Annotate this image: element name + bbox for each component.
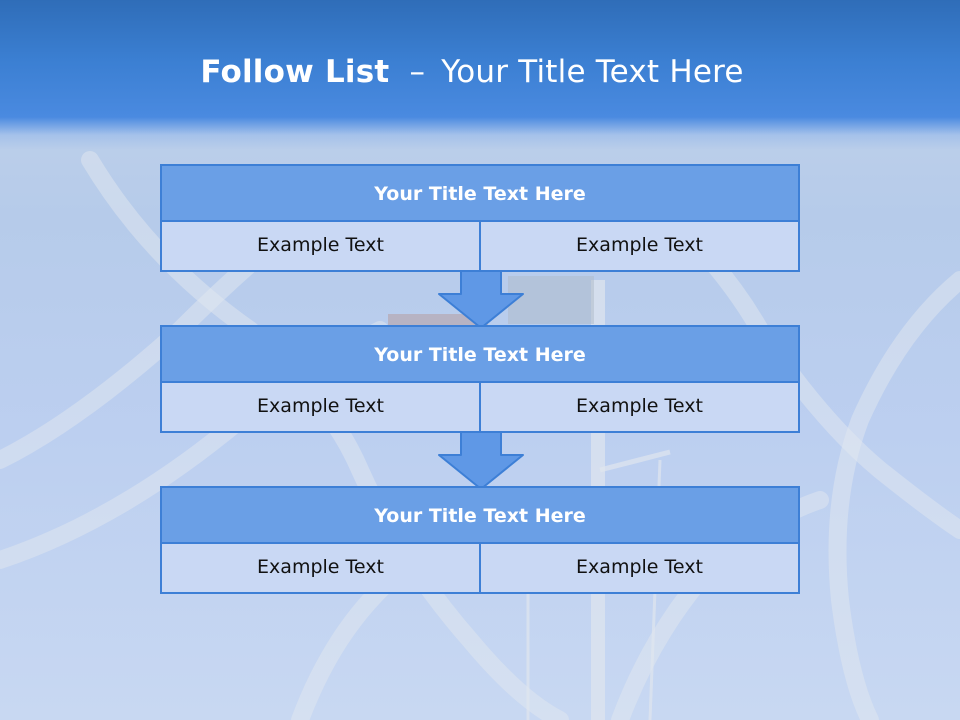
step-box-1: Your Title Text Here Example Text Exampl… [160,164,800,272]
step-row: Example Text Example Text [162,222,798,270]
step-box-3: Your Title Text Here Example Text Exampl… [160,486,800,594]
slide-title: Follow List – Your Title Text Here [0,54,944,90]
step-cell-right: Example Text [479,222,798,270]
header-band [0,0,960,150]
step-cell-right: Example Text [479,544,798,592]
step-cell-left: Example Text [162,544,479,592]
title-bold-part: Follow List [200,54,390,90]
title-dash: – [409,54,426,90]
step-row: Example Text Example Text [162,383,798,431]
step-cell-right: Example Text [479,383,798,431]
step-row: Example Text Example Text [162,544,798,592]
down-arrow-icon [438,431,524,490]
step-title: Your Title Text Here [162,166,798,222]
step-title: Your Title Text Here [162,488,798,544]
step-cell-left: Example Text [162,383,479,431]
down-arrow-icon [438,270,524,329]
title-text-part: Your Title Text Here [441,54,744,90]
step-box-2: Your Title Text Here Example Text Exampl… [160,325,800,433]
step-title: Your Title Text Here [162,327,798,383]
step-cell-left: Example Text [162,222,479,270]
